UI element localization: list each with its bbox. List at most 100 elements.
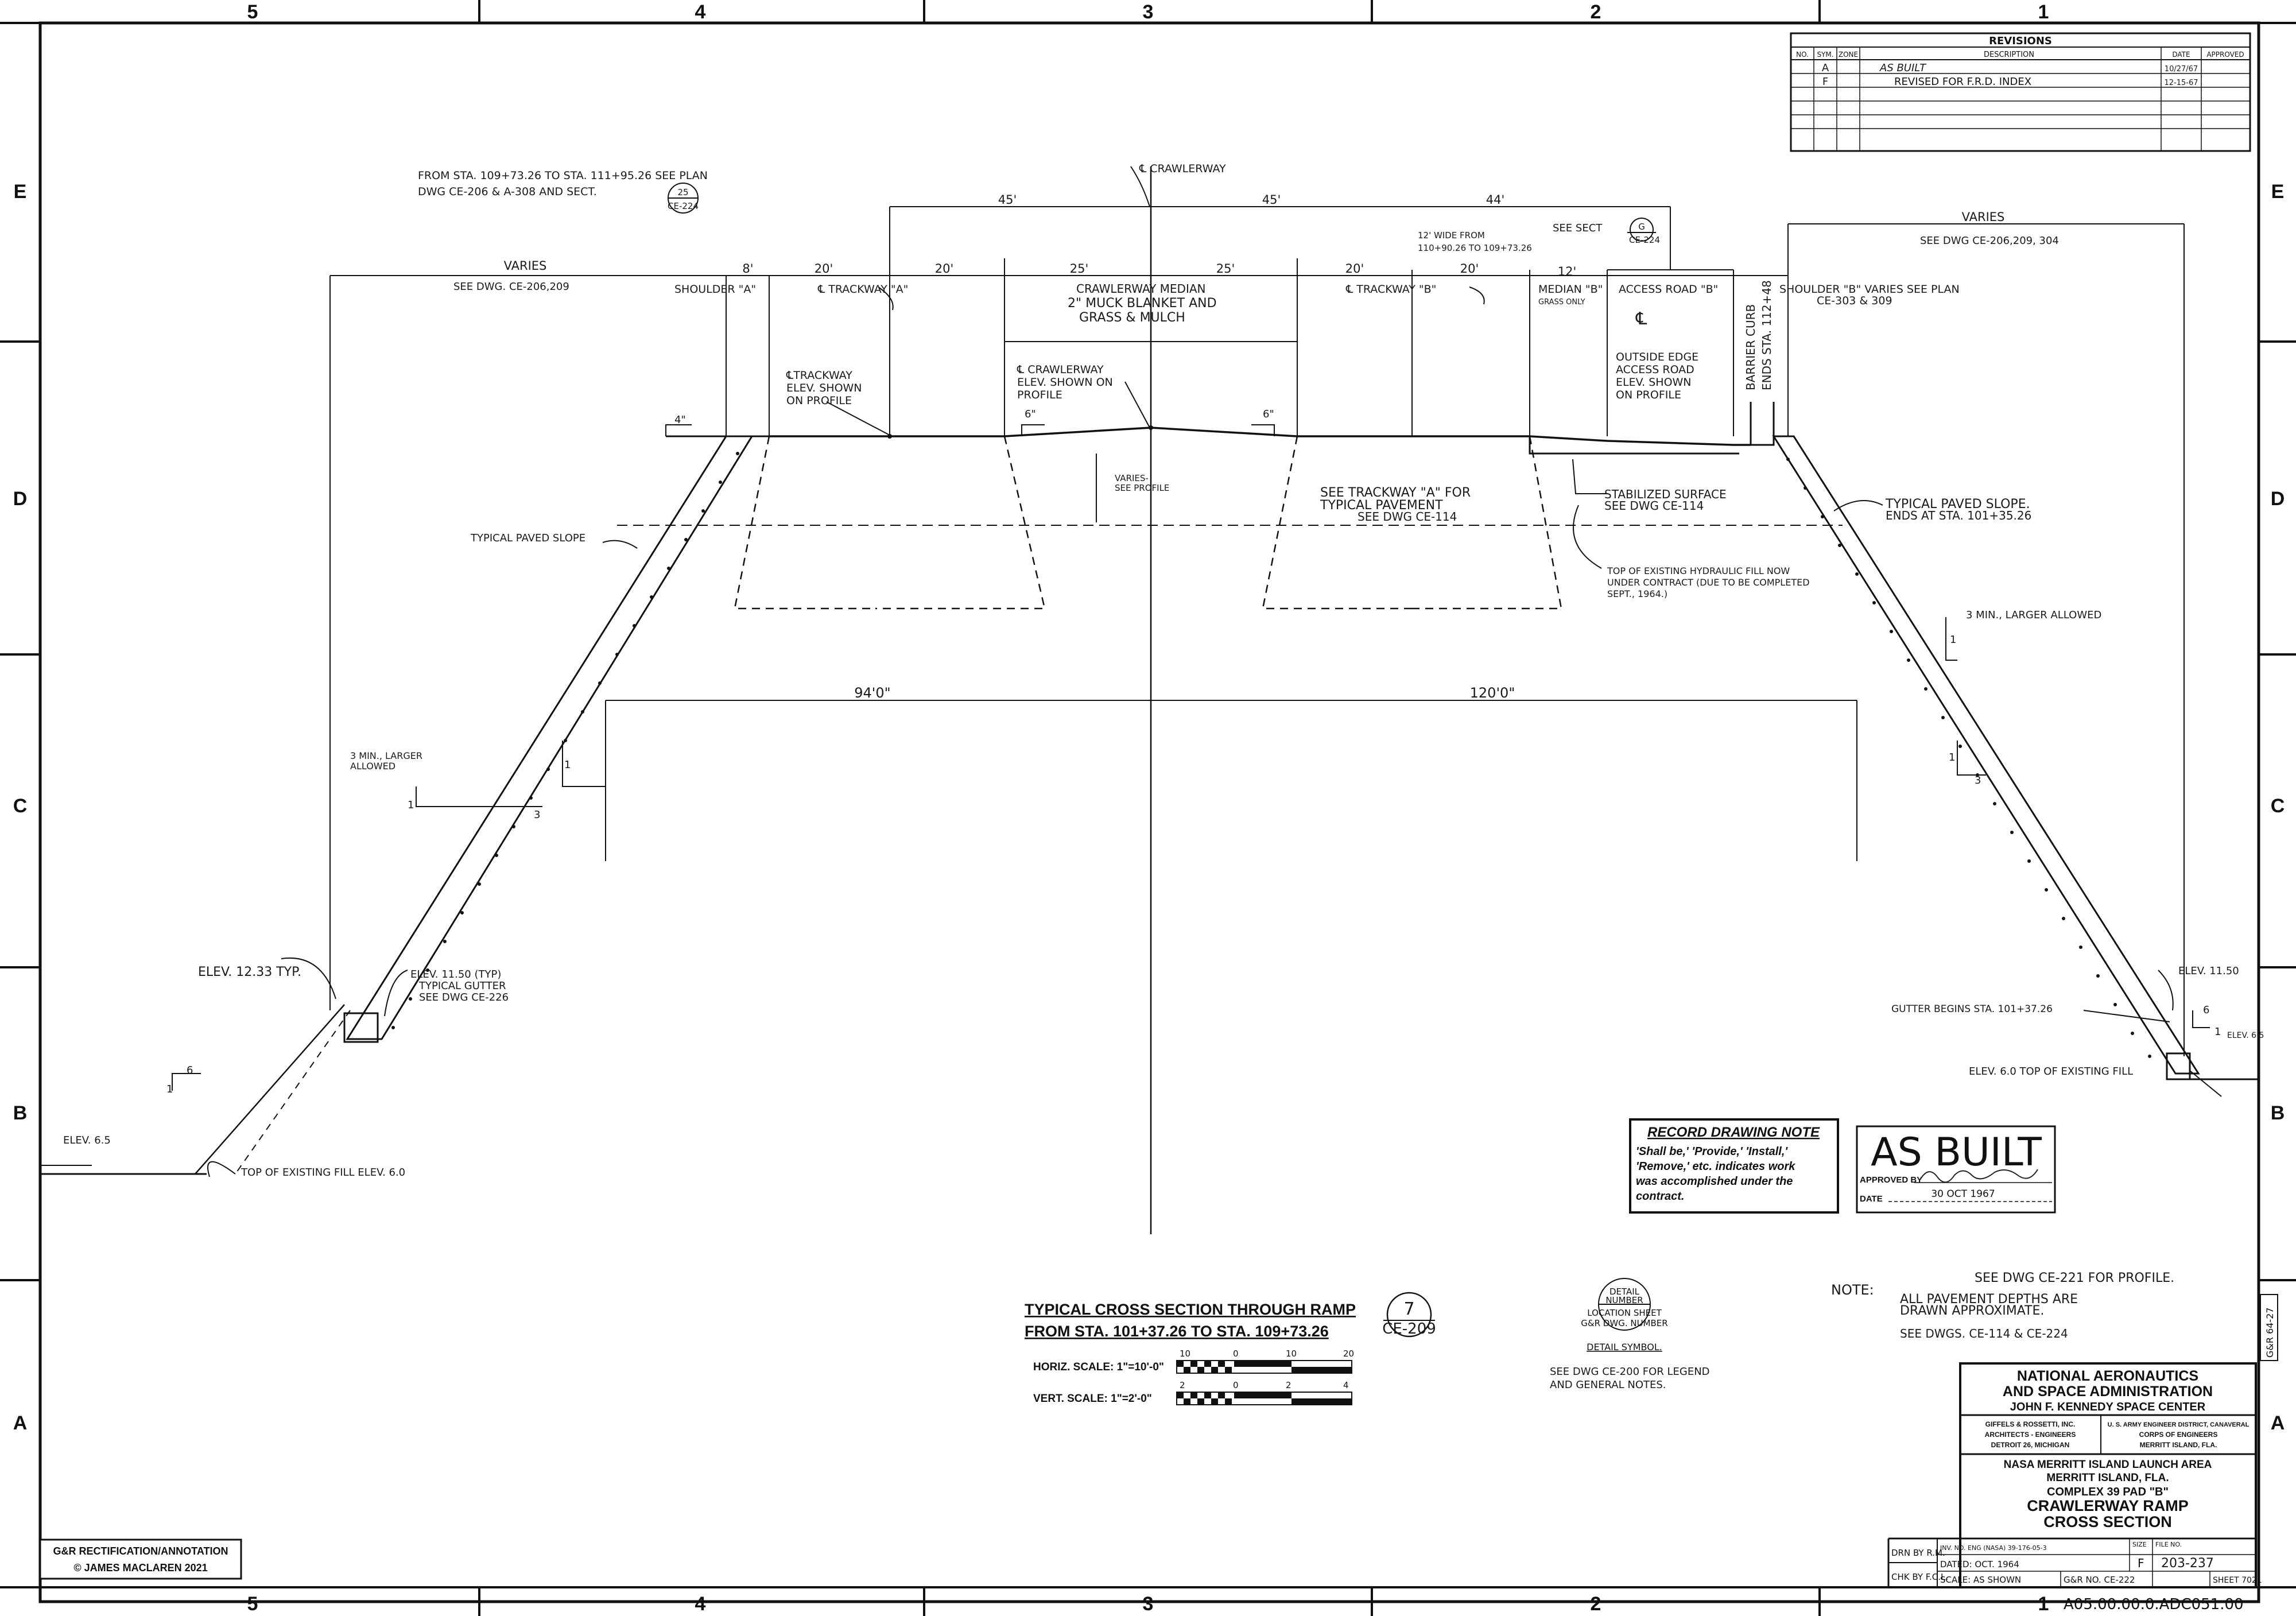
dim-20b: 20'	[935, 262, 954, 276]
gutter-begins: GUTTER BEGINS STA. 101+37.26	[1891, 1003, 2053, 1015]
horiz-scale-label: HORIZ. SCALE: 1"=10'-0"	[1033, 1361, 1164, 1373]
note-dwgs: SEE DWGS. CE-114 & CE-224	[1900, 1327, 2068, 1340]
vert-scale-label: VERT. SCALE: 1"=2'-0"	[1033, 1393, 1152, 1405]
firm-line-1: GIFFELS & ROSSETTI, INC.	[1985, 1420, 2076, 1428]
stabilized-2: SEE DWG CE-114	[1604, 499, 1704, 513]
trackway-a: ℄ TRACKWAY "A"	[817, 283, 908, 296]
side-stamp: G&R 64-27	[2260, 1294, 2278, 1361]
army-line-3: MERRITT ISLAND, FLA.	[2140, 1441, 2217, 1449]
barrier-curb-label: BARRIER CURB ENDS STA. 112+48	[1744, 280, 1774, 390]
dim-20d: 20'	[1460, 262, 1479, 276]
outside-edge-4: ON PROFILE	[1616, 389, 1681, 401]
army-line-1: U. S. ARMY ENGINEER DISTRICT, CANAVERAL	[2108, 1421, 2250, 1428]
as-built-date: 30 OCT 1967	[1931, 1188, 1995, 1200]
rev-row-1-date: 10/27/67	[2165, 65, 2198, 73]
median-line-2: 2" MUCK BLANKET AND	[1068, 296, 1217, 311]
project-line-1: NASA MERRITT ISLAND LAUNCH AREA	[2004, 1459, 2212, 1471]
crawler-elev-3: PROFILE	[1017, 389, 1062, 401]
revisions-table: REVISIONS NO. SYM. ZONE DESCRIPTION DATE…	[1790, 32, 2251, 152]
varies-profile-1: VARIES-	[1115, 473, 1149, 483]
slope-6: 6	[187, 1064, 193, 1076]
sect-ref-num: 25	[677, 187, 688, 197]
record-note-line-1: 'Shall be,' 'Provide,' 'Install,'	[1636, 1145, 1788, 1158]
size-value: F	[2138, 1556, 2144, 1570]
zone-right-A: A	[2271, 1412, 2285, 1434]
from-sta-note-2: DWG CE-206 & A-308 AND SECT.	[418, 185, 597, 198]
elev-1150-2: TYPICAL GUTTER	[418, 980, 506, 992]
zone-top-4: 4	[695, 1, 706, 23]
credit-line-2: © JAMES MACLAREN 2021	[73, 1562, 207, 1574]
varies-left: VARIES	[504, 259, 547, 273]
record-note-title: RECORD DRAWING NOTE	[1647, 1125, 1820, 1140]
checked-by: CHK BY F.C.L.	[1891, 1572, 1948, 1582]
see-sect-num: G	[1638, 222, 1645, 232]
zone-top-1: 1	[2038, 1, 2049, 23]
see-trackway-1: SEE TRACKWAY "A" FOR	[1320, 486, 1471, 500]
detail-line-2: NUMBER	[1605, 1295, 1643, 1305]
gr-number: G&R NO. CE-222	[2064, 1575, 2135, 1585]
detail-caption: DETAIL SYMBOL.	[1587, 1342, 1662, 1353]
zone-bottom-5: 5	[247, 1593, 258, 1615]
access-road-cl: ℄	[1635, 309, 1647, 329]
elev-65-right: ELEV. 6.5	[2227, 1031, 2264, 1040]
as-built-date-label: DATE	[1860, 1194, 1883, 1204]
median-b: MEDIAN "B"	[1538, 283, 1603, 296]
agency-line-3: JOHN F. KENNEDY SPACE CENTER	[2010, 1401, 2206, 1413]
slope-6-right: 6	[2203, 1004, 2209, 1016]
record-note-line-4: contract.	[1636, 1190, 1684, 1203]
credit-box: G&R RECTIFICATION/ANNOTATION © JAMES MAC…	[39, 1539, 242, 1580]
centerline-label: ℄ CRAWLERWAY	[1139, 162, 1226, 175]
sect-ref-dwg: CE-224	[668, 201, 699, 211]
median-line-1: CRAWLERWAY MEDIAN	[1076, 282, 1206, 296]
access-road-b: ACCESS ROAD "B"	[1619, 283, 1718, 296]
detail-symbol: DETAIL NUMBER LOCATION SHEET G&R DWG. NU…	[1581, 1278, 1668, 1353]
army-line-2: CORPS OF ENGINEERS	[2139, 1431, 2218, 1439]
elev-1150-1: ELEV. 11.50 (TYP)	[410, 968, 501, 981]
varies-right: VARIES	[1962, 210, 2005, 224]
typical-paved-slope-left: TYPICAL PAVED SLOPE	[470, 532, 585, 544]
min-larger-left-1: 3 MIN., LARGER	[350, 750, 422, 761]
slope-1-left-b: 1	[408, 799, 414, 811]
legend-note-2: AND GENERAL NOTES.	[1550, 1379, 1666, 1391]
rev-header-zone: ZONE	[1839, 51, 1858, 59]
vertical-scale-bar: VERT. SCALE: 1"=2'-0" 2 0 2 4	[1033, 1380, 1352, 1405]
vert-tick-3: 2	[1286, 1380, 1292, 1390]
zone-left-C: C	[13, 795, 28, 817]
top-hydraulic-1: TOP OF EXISTING HYDRAULIC FILL NOW	[1607, 565, 1790, 576]
vert-tick-1: 2	[1180, 1380, 1185, 1390]
elev-65: ELEV. 6.5	[63, 1134, 111, 1146]
section-ref-bubble-top: 25 CE-224	[668, 183, 699, 214]
typical-paved-right-2: ENDS AT STA. 101+35.26	[1886, 509, 2031, 522]
rev-header-sym: SYM.	[1817, 51, 1833, 59]
dated: DATED: OCT. 1964	[1940, 1559, 2019, 1570]
see-trackway-3: SEE DWG CE-114	[1358, 510, 1457, 524]
horiz-tick-3: 10	[1286, 1348, 1297, 1359]
dim-4-inch: 4"	[674, 414, 686, 426]
trackway-elev-1: ℄TRACKWAY	[786, 369, 852, 382]
side-stamp-text: G&R 64-27	[2264, 1307, 2275, 1358]
detail-line-4: G&R DWG. NUMBER	[1581, 1318, 1667, 1328]
firm-line-3: DETROIT 26, MICHIGAN	[1991, 1441, 2070, 1449]
rev-header-date: DATE	[2172, 51, 2190, 59]
trackway-b: ℄ TRACKWAY "B"	[1345, 283, 1436, 296]
see-dwg-right: SEE DWG CE-206,209, 304	[1920, 235, 2059, 247]
shoulder-b-2: CE-303 & 309	[1817, 294, 1892, 307]
wide-note-2: 110+90.26 TO 109+73.26	[1418, 243, 1532, 253]
record-note-line-3: was accomplished under the	[1636, 1175, 1793, 1188]
see-sect-label: SEE SECT	[1553, 222, 1603, 234]
outside-edge-2: ACCESS ROAD	[1616, 363, 1694, 376]
slope-1-left: 1	[564, 759, 571, 771]
dim-45-right: 45'	[1262, 193, 1281, 207]
min-larger-left-2: ALLOWED	[350, 761, 395, 772]
outside-edge-3: ELEV. SHOWN	[1616, 376, 1692, 389]
as-built-stamp: AS BUILT APPROVED BY DATE 30 OCT 1967	[1856, 1125, 2056, 1214]
elev-1150-right: ELEV. 11.50	[2178, 965, 2239, 977]
horiz-tick-2: 0	[1233, 1348, 1239, 1359]
trackway-elev-2: ELEV. SHOWN	[786, 382, 862, 394]
slope-1-right-b: 1	[1949, 751, 1955, 764]
dim-25a: 25'	[1070, 262, 1089, 276]
legend-note-1: SEE DWG CE-200 FOR LEGEND	[1550, 1366, 1710, 1378]
section-ref-num: 7	[1403, 1299, 1414, 1319]
